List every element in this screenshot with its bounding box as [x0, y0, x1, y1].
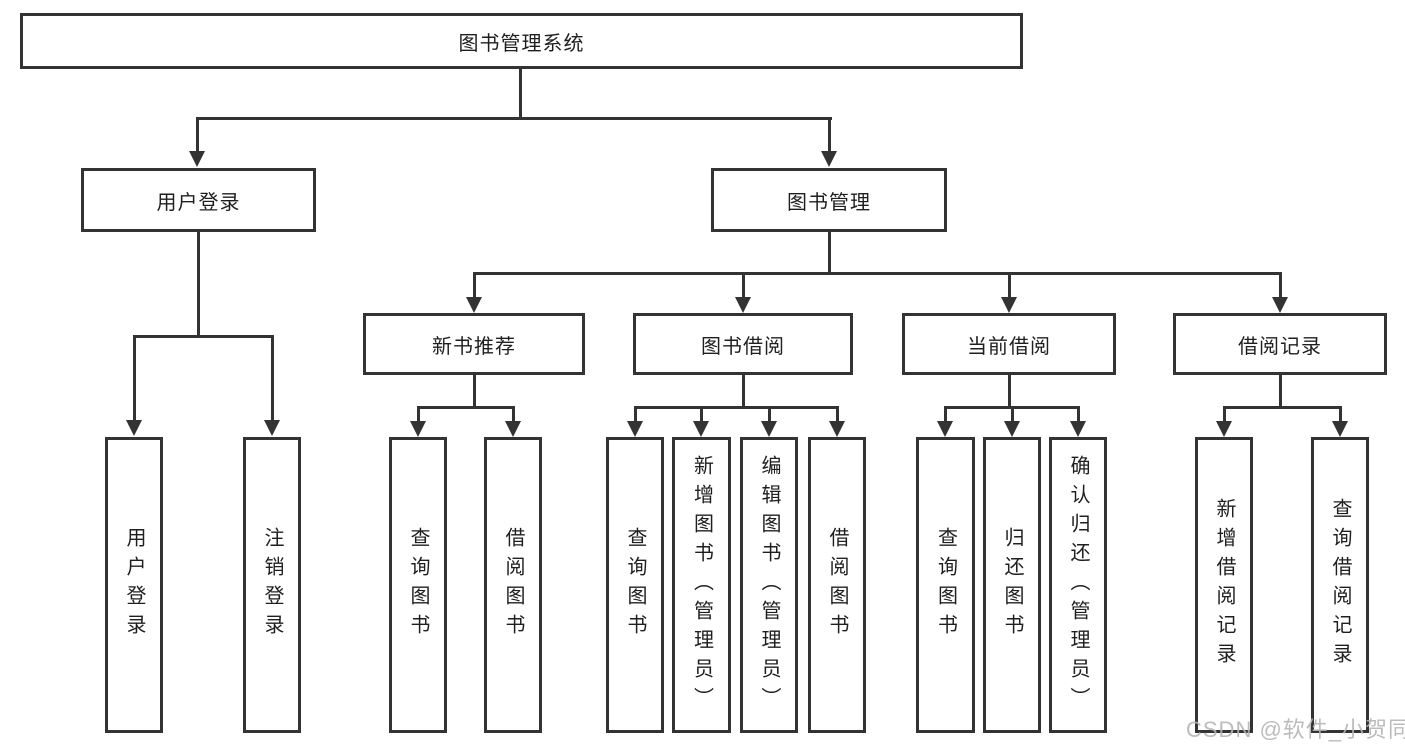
connector-line	[473, 272, 1281, 275]
arrowhead-icon	[1070, 421, 1086, 437]
node-label: 借阅图书	[502, 527, 524, 643]
arrowhead-icon	[761, 421, 777, 437]
node-label: 借阅记录	[1238, 335, 1322, 358]
connector-line	[196, 117, 199, 152]
connector-line	[512, 406, 515, 421]
arrowhead-icon	[829, 421, 845, 437]
connector-line	[133, 335, 136, 421]
leaf-logout: 注销登录	[243, 437, 301, 733]
node-new-book-recommend: 新书推荐	[363, 313, 585, 375]
connector-line	[1223, 406, 1342, 409]
arrowhead-icon	[189, 151, 205, 167]
node-label: 查询图书	[624, 527, 646, 643]
leaf-edit-book-admin: 编辑图书（管理员）	[740, 437, 798, 733]
connector-line	[1008, 375, 1011, 409]
connector-line	[742, 375, 745, 409]
arrowhead-icon	[1216, 421, 1232, 437]
connector-line	[473, 272, 476, 298]
connector-line	[1223, 406, 1226, 421]
arrowhead-icon	[735, 297, 751, 313]
connector-line	[1011, 406, 1014, 421]
watermark: CSDN @软件_小贺同学	[1186, 717, 1405, 742]
leaf-query-book-current: 查询图书	[916, 437, 975, 733]
connector-line	[133, 335, 274, 338]
node-current-borrow: 当前借阅	[902, 313, 1116, 375]
connector-line	[634, 406, 637, 421]
node-root: 图书管理系统	[20, 13, 1023, 69]
arrowhead-icon	[937, 421, 953, 437]
connector-line	[519, 69, 522, 118]
node-label: 图书借阅	[701, 335, 785, 358]
leaf-query-book-borrow: 查询图书	[606, 437, 664, 733]
node-label: 借阅图书	[826, 527, 848, 643]
node-label: 编辑图书（管理员）	[758, 454, 780, 716]
leaf-confirm-return-admin: 确认归还（管理员）	[1049, 437, 1107, 733]
arrowhead-icon	[693, 421, 709, 437]
leaf-query-borrow-record: 查询借阅记录	[1311, 437, 1369, 733]
connector-line	[473, 375, 476, 409]
node-label: 注销登录	[261, 527, 283, 643]
leaf-query-book-recommend: 查询图书	[389, 437, 447, 733]
connector-line	[828, 232, 831, 275]
connector-line	[700, 406, 703, 421]
node-book-management: 图书管理	[711, 168, 947, 232]
connector-line	[197, 232, 200, 338]
connector-line	[1279, 272, 1282, 298]
node-label: 用户登录	[123, 527, 145, 643]
node-label: 当前借阅	[967, 335, 1051, 358]
node-user-login: 用户登录	[81, 168, 316, 232]
arrowhead-icon	[1332, 421, 1348, 437]
arrowhead-icon	[627, 421, 643, 437]
node-label: 确认归还（管理员）	[1067, 454, 1089, 716]
connector-line	[828, 117, 831, 152]
leaf-add-borrow-record: 新增借阅记录	[1195, 437, 1253, 733]
connector-line	[768, 406, 771, 421]
connector-line	[944, 406, 947, 421]
node-book-borrow: 图书借阅	[633, 313, 853, 375]
leaf-add-book-admin: 新增图书（管理员）	[672, 437, 731, 733]
node-label: 查询图书	[934, 527, 957, 643]
node-label: 新增借阅记录	[1213, 498, 1235, 672]
connector-line	[1279, 375, 1282, 409]
arrowhead-icon	[1001, 297, 1017, 313]
connector-line	[417, 406, 515, 409]
arrowhead-icon	[264, 420, 280, 436]
node-borrow-records: 借阅记录	[1173, 313, 1387, 375]
node-label: 图书管理系统	[458, 32, 585, 55]
arrowhead-icon	[1004, 421, 1020, 437]
leaf-borrow-book-recommend: 借阅图书	[484, 437, 542, 733]
connector-line	[271, 335, 274, 421]
node-label: 归还图书	[1001, 527, 1023, 643]
node-label: 图书管理	[787, 191, 871, 214]
leaf-user-login: 用户登录	[105, 437, 163, 733]
connector-line	[1077, 406, 1080, 421]
arrowhead-icon	[505, 421, 521, 437]
arrowhead-icon	[126, 420, 142, 436]
connector-line	[836, 406, 839, 421]
connector-line	[742, 272, 745, 298]
arrowhead-icon	[1272, 297, 1288, 313]
connector-line	[417, 406, 420, 421]
node-label: 用户登录	[156, 191, 241, 214]
arrowhead-icon	[466, 297, 482, 313]
arrowhead-icon	[410, 421, 426, 437]
arrowhead-icon	[821, 151, 837, 167]
node-label: 新增图书（管理员）	[690, 454, 713, 716]
node-label: 查询图书	[407, 527, 429, 643]
connector-line	[1008, 272, 1011, 298]
leaf-borrow-book: 借阅图书	[808, 437, 866, 733]
leaf-return-book: 归还图书	[983, 437, 1041, 733]
connector-line	[1339, 406, 1342, 421]
node-label: 新书推荐	[432, 335, 516, 358]
node-label: 查询借阅记录	[1329, 498, 1351, 672]
connector-line	[196, 117, 832, 120]
connector-line	[634, 406, 839, 409]
